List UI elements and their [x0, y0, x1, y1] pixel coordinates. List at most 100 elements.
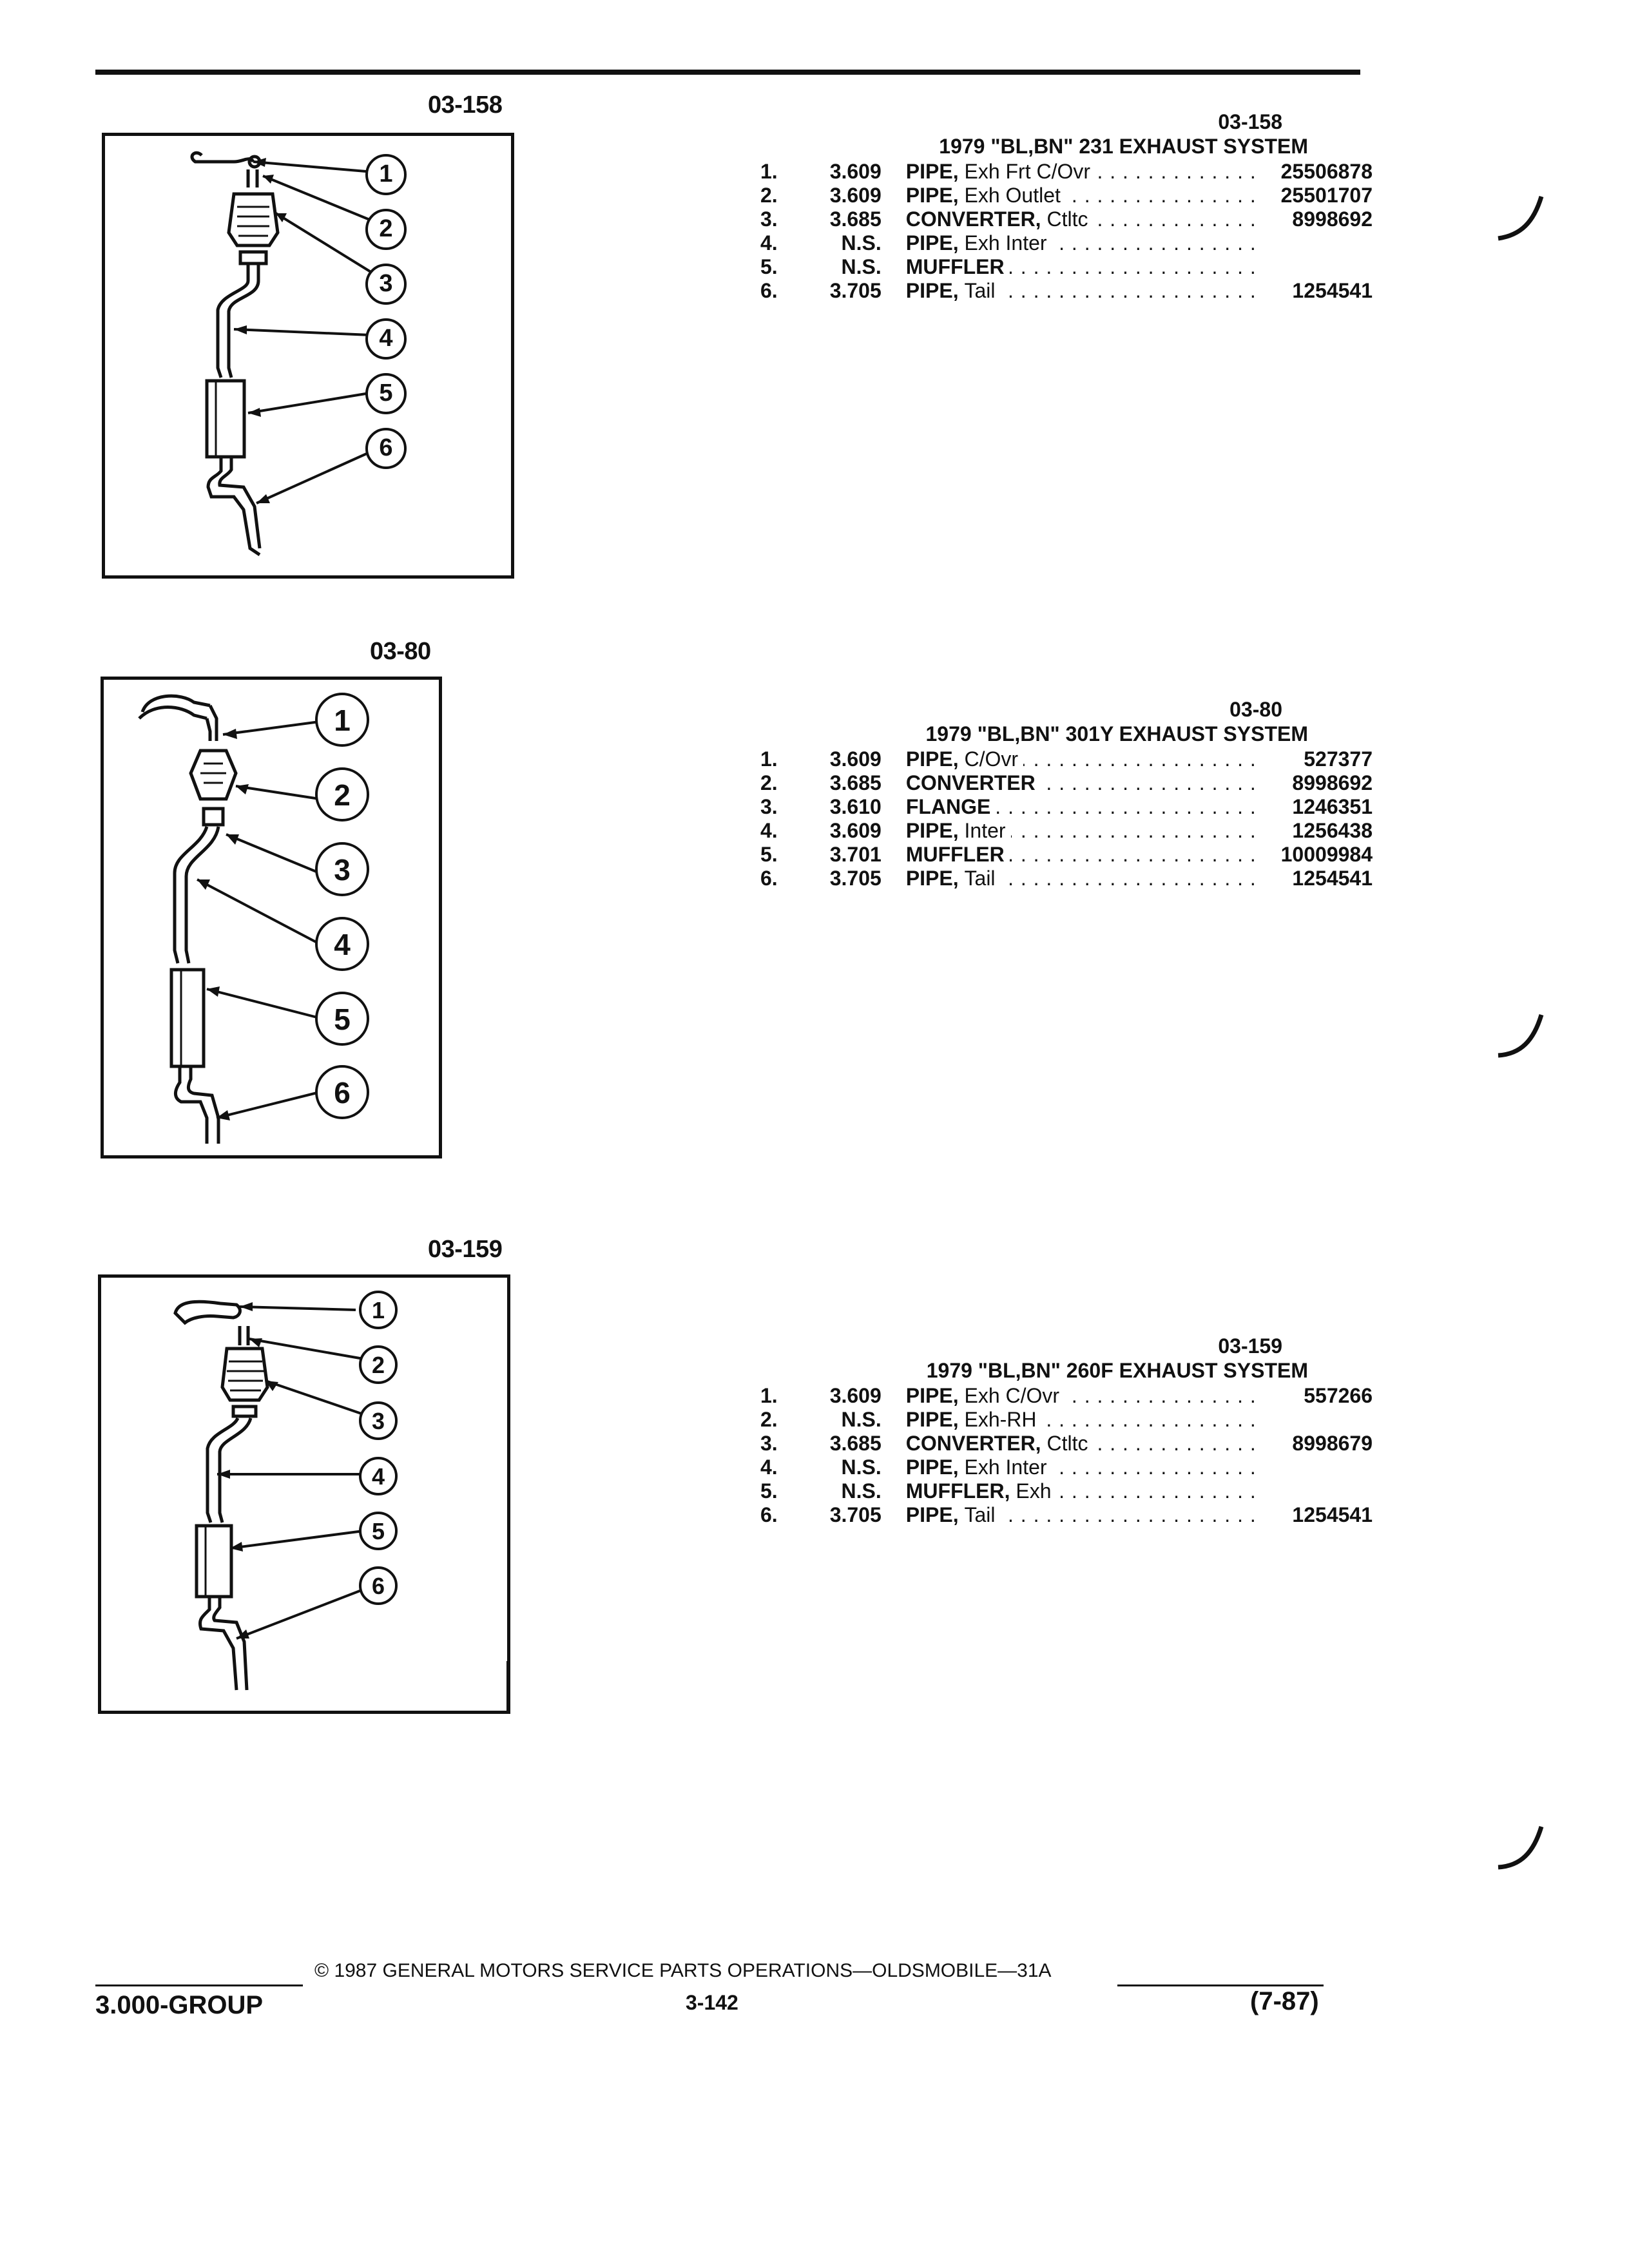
- parts-list-03-158: 03-158 1979 "BL,BN" 231 EXHAUST SYSTEM 1…: [760, 110, 1373, 303]
- group-number: N.S.: [841, 1456, 882, 1479]
- callout-2: 2: [379, 215, 393, 242]
- item-number: 5.: [760, 843, 778, 866]
- group-number: 3.610: [829, 795, 882, 818]
- part-qualifier: Ctltc: [1046, 1432, 1088, 1455]
- item-number: 1.: [760, 747, 778, 771]
- group-number: N.S.: [841, 1479, 882, 1503]
- item-number: 6.: [760, 1503, 778, 1526]
- section-title: 1979 "BL,BN" 260F EXHAUST SYSTEM: [926, 1359, 1308, 1382]
- callout-4: 4: [371, 1463, 385, 1490]
- part-number: 1256438: [1292, 819, 1373, 842]
- callout-4: 4: [379, 325, 393, 352]
- part-name: PIPE,: [905, 231, 959, 255]
- group-number: 3.609: [829, 1384, 882, 1407]
- tail-pipe: [198, 1598, 249, 1691]
- muffler: [169, 968, 206, 1068]
- callout-4: 4: [334, 928, 351, 961]
- part-name: PIPE,: [905, 747, 959, 771]
- section-title: 1979 "BL,BN" 301Y EXHAUST SYSTEM: [925, 722, 1309, 745]
- group-number: 3.685: [829, 1432, 882, 1455]
- section-title: 1979 "BL,BN" 231 EXHAUST SYSTEM: [939, 135, 1308, 158]
- binder-mark: [1498, 195, 1544, 241]
- page-number: 3-142: [686, 1991, 738, 2014]
- table-row: 1. 3.609 PIPE, C/Ovr 527377: [760, 747, 1373, 771]
- muffler: [195, 1524, 233, 1599]
- part-qualifier: Exh Inter: [964, 231, 1047, 255]
- group-number: 3.705: [829, 867, 882, 890]
- callout-5: 5: [379, 380, 393, 407]
- part-number: 25501707: [1280, 184, 1373, 207]
- callout-1: 1: [371, 1297, 385, 1323]
- group-number: 3.705: [829, 279, 882, 302]
- part-number: [1257, 1408, 1373, 1432]
- part-qualifier: Exh Outlet: [964, 184, 1061, 207]
- part-name: PIPE,: [905, 160, 959, 183]
- item-number: 3.: [760, 207, 778, 231]
- intermediate-pipe: [206, 1417, 253, 1523]
- item-number: 4.: [760, 231, 778, 255]
- section-code: 03-159: [1218, 1334, 1282, 1358]
- item-number: 3.: [760, 795, 778, 818]
- group-number: 3.705: [829, 1503, 882, 1526]
- intermediate-pipe: [216, 265, 260, 378]
- part-qualifier: Tail: [964, 1503, 996, 1526]
- part-number: 527377: [1304, 747, 1373, 771]
- part-number: 1246351: [1292, 795, 1373, 818]
- muffler: [205, 379, 246, 459]
- callout-3: 3: [334, 853, 351, 887]
- outlet-pipe: [246, 169, 259, 187]
- callout-3: 3: [379, 270, 393, 297]
- table-row: 4. N.S. PIPE, Exh Inter: [760, 231, 1373, 255]
- item-number: 3.: [760, 1432, 778, 1455]
- part-name: PIPE,: [905, 1408, 959, 1431]
- tail-pipe: [174, 1066, 220, 1144]
- part-number: [1257, 1456, 1373, 1479]
- part-name: MUFFLER: [905, 843, 1005, 866]
- figure-label: 03-158: [428, 91, 503, 119]
- part-qualifier: Exh: [1016, 1479, 1052, 1503]
- part-name: FLANGE: [905, 795, 991, 818]
- part-number: [1257, 1479, 1373, 1503]
- callout-5: 5: [371, 1518, 385, 1544]
- part-qualifier: C/Ovr: [964, 747, 1019, 771]
- callout-2: 2: [334, 778, 351, 812]
- part-number: 25506878: [1280, 160, 1373, 183]
- part-name: PIPE,: [905, 867, 959, 890]
- group-number: N.S.: [841, 255, 882, 278]
- part-name: PIPE,: [905, 819, 959, 842]
- part-number: 8998679: [1292, 1432, 1373, 1455]
- group-number: 3.609: [829, 747, 882, 771]
- parts-list-03-159: 03-159 1979 "BL,BN" 260F EXHAUST SYSTEM …: [760, 1334, 1373, 1527]
- section-code: 03-158: [1218, 110, 1282, 133]
- part-number: 8998692: [1292, 771, 1373, 794]
- part-qualifier: Exh Inter: [964, 1456, 1047, 1479]
- group-number: 3.685: [829, 771, 882, 794]
- crossover-pipe: [173, 1300, 242, 1325]
- part-number: 8998692: [1292, 207, 1373, 231]
- part-number: [1257, 255, 1373, 279]
- catalytic-converter: [189, 749, 238, 801]
- part-name: MUFFLER: [905, 255, 1005, 278]
- footer-rule-right: [1117, 1984, 1324, 1986]
- table-row: 4.N.S.PIPE, Exh Inter: [760, 1456, 1373, 1479]
- part-name: PIPE,: [905, 1456, 959, 1479]
- part-qualifier: Tail: [964, 279, 996, 302]
- part-name: MUFFLER,: [905, 1479, 1010, 1503]
- exhaust-diagram-03-158: 1 2 3 4 5 6: [102, 133, 514, 579]
- footer-group: 3.000-GROUP: [95, 1991, 264, 2019]
- part-name: PIPE,: [905, 279, 959, 302]
- part-name: PIPE,: [905, 1384, 959, 1407]
- part-number: 1254541: [1292, 279, 1373, 302]
- part-qualifier: Exh-RH: [964, 1408, 1037, 1431]
- top-rule: [95, 70, 1360, 75]
- group-number: N.S.: [841, 231, 882, 255]
- part-qualifier: Exh C/Ovr: [964, 1384, 1060, 1407]
